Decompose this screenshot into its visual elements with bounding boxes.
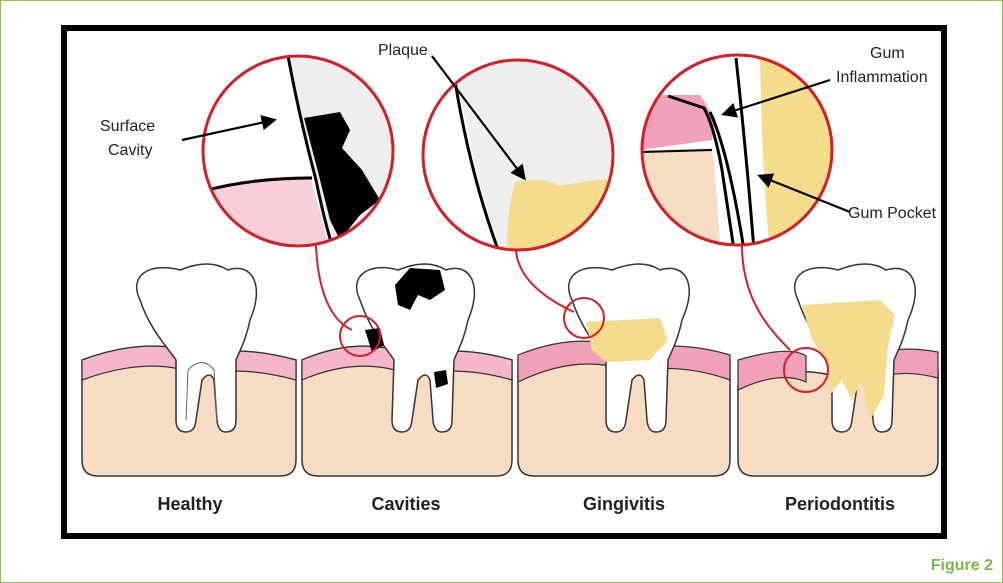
stage-label-periodontitis: Periodontitis [785, 494, 895, 514]
label-plaque: Plaque [378, 42, 428, 59]
label-surface-cavity-line2: Cavity [108, 142, 152, 159]
label-gum-pocket: Gum Pocket [848, 205, 937, 222]
label-surface-cavity-line1: Surface [100, 118, 155, 135]
figure-caption: Figure 2 [931, 557, 993, 575]
stage-label-healthy: Healthy [157, 494, 222, 514]
stage-label-gingivitis: Gingivitis [583, 494, 665, 514]
stage-label-cavities: Cavities [371, 494, 440, 514]
label-gum-inflammation-line1: Gum [870, 45, 905, 62]
label-gum-inflammation-line2: Inflammation [836, 69, 928, 86]
